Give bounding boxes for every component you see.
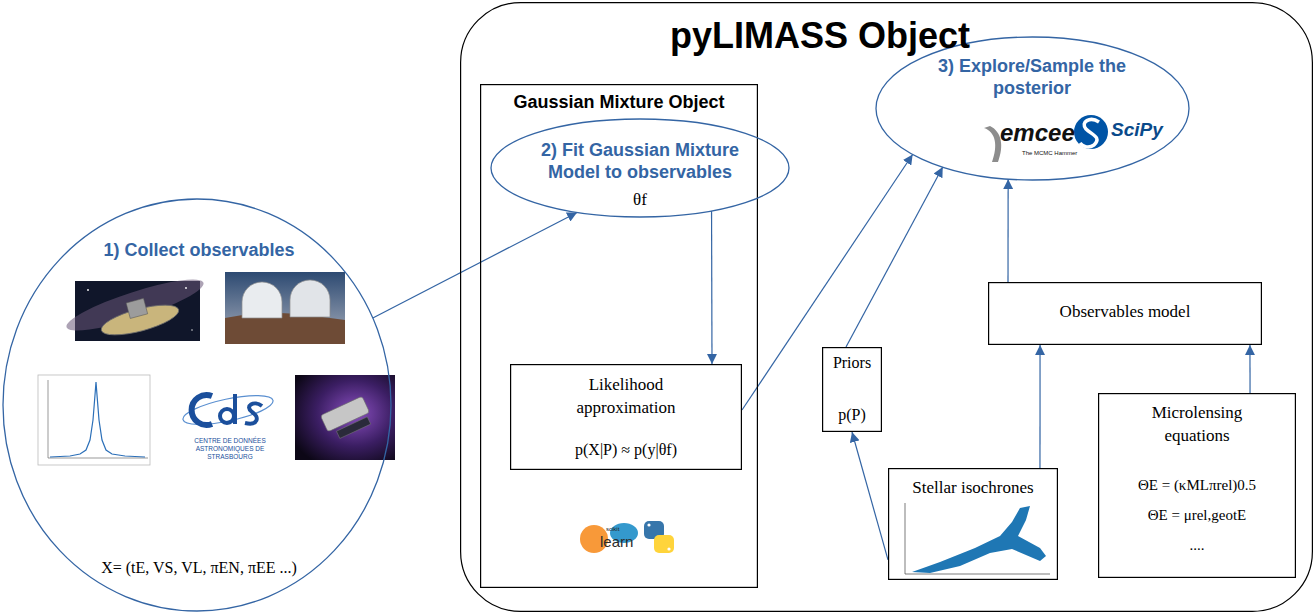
sklearn-logo [580, 523, 638, 553]
logo-letter-shape [220, 409, 234, 423]
dome [242, 282, 282, 318]
box-outline [511, 365, 742, 470]
isochrone-plot [905, 503, 1050, 574]
gaia-satellite-image [63, 270, 208, 341]
node-text: ΘE = (κMLπrel)0.5 [1098, 476, 1296, 494]
flow-arrow [1249, 345, 1250, 393]
node-title: Gaussian Mixture Object [490, 92, 748, 114]
cds-logo-text-holder: CENTRE DE DONNÉES ASTRONOMIQUES DE STRAS… [178, 437, 282, 460]
node-title: 1) Collect observables [99, 240, 299, 262]
box-outline [989, 283, 1262, 345]
logo-half [654, 535, 674, 553]
logo-letter-shape [233, 394, 237, 424]
star [87, 289, 89, 291]
sklearn-logo-text: learn [600, 534, 633, 551]
sklearn-logo-text-holder: learn [600, 534, 633, 551]
isochrone-band [912, 506, 1046, 573]
plot-frame [38, 375, 150, 465]
scipy-logo-text: SciPy [1111, 120, 1163, 141]
priors-box: Priors p(P) [822, 347, 882, 432]
gaussian-mixture-box: 2) Fit Gaussian Mixture Model to observa… [480, 84, 758, 588]
solar-panel [336, 417, 370, 439]
node-text: p(P) [822, 405, 882, 424]
node-title: Microlensing equations [1127, 402, 1267, 448]
scipy-logo [1074, 115, 1108, 149]
node-title: Priors [822, 353, 882, 372]
plot-axes [905, 503, 1050, 574]
flow-arrow [852, 432, 888, 560]
dome [290, 280, 330, 317]
ellipse-outline [491, 119, 789, 217]
logo-disc [1074, 115, 1108, 149]
explore-step-ellipse: 3) Explore/Sample the posterior [875, 36, 1190, 181]
rounded-outline [461, 3, 1313, 612]
node-outline [2, 198, 392, 612]
sklearn-logo-small-text-holder: scikit [606, 526, 619, 533]
light-curve [50, 382, 145, 457]
star [191, 329, 192, 330]
observables-model-box: Observables model [988, 282, 1262, 345]
python-logo [644, 521, 674, 553]
node-text: p(X|P) ≈ p(y|θf) [510, 440, 742, 459]
node-title: Stellar isochrones [888, 478, 1058, 498]
node-title: Observables model [988, 302, 1262, 322]
emcee-logo [984, 126, 1001, 162]
nebula-background [295, 375, 395, 460]
box-outline [1099, 394, 1296, 578]
microlensing-equations-box: Microlensing equations ΘE = (κMLπrel)0.5Θ… [1098, 393, 1296, 578]
node-title: 3) Explore/Sample the posterior [922, 56, 1142, 99]
logo-orbit [181, 390, 276, 431]
fit-step-ellipse: 2) Fit Gaussian Mixture Model to observa… [490, 118, 790, 218]
box-outline [481, 85, 758, 588]
node-text: ΘE = μrel,geotE [1098, 506, 1296, 524]
sunshield [99, 299, 182, 341]
logo-eye [647, 523, 650, 526]
node-title: 2) Fit Gaussian Mixture Model to observa… [520, 140, 760, 183]
cds-logo-text: CENTRE DE DONNÉES ASTRONOMIQUES DE STRAS… [178, 437, 282, 460]
flow-arrow [1007, 179, 1008, 282]
node-text: X= (tE, VS, VL, πEN, πEE ...) [49, 558, 349, 577]
node-text: θf [600, 190, 680, 210]
logo-ribbon [984, 126, 1001, 162]
emcee-logo-text: emcee [1000, 120, 1075, 146]
ellipse-outline [876, 37, 1189, 180]
emcee-logo-text-holder: emcee [1000, 120, 1075, 146]
stellar-isochrones-box: Stellar isochrones [888, 468, 1058, 580]
logo-eye [667, 547, 670, 550]
star [185, 287, 187, 289]
scipy-logo-text-holder: SciPy [1111, 120, 1163, 141]
cds-logo [181, 390, 276, 431]
satellite-body [126, 298, 148, 318]
node-title: Likelihood approximation [551, 374, 701, 420]
logo-letter-shape [245, 404, 262, 424]
flow-arrow [1039, 345, 1040, 468]
space-telescope-image [295, 375, 395, 460]
logo-s-shape [1080, 120, 1099, 147]
flow-arrow [846, 167, 943, 347]
box-outline [889, 469, 1058, 580]
box-outline [823, 348, 882, 432]
ellipse-outline [3, 199, 391, 611]
flow-arrow [711, 211, 713, 364]
likelihood-box: Likelihood approximation p(X|P) ≈ p(y|θf) [510, 364, 742, 470]
node-text: .... [1098, 536, 1296, 554]
sky [225, 272, 345, 344]
pylimass-container: 2) Fit Gaussian Mixture Model to observa… [460, 2, 1313, 612]
logo-letter-shape [192, 395, 212, 425]
flow-arrow [373, 212, 577, 318]
emcee-tagline: The MCMC Hammer [1022, 150, 1077, 157]
node-title: pyLIMASS Object [560, 14, 1080, 57]
light-curve-plot [38, 375, 150, 465]
plot-axes [48, 380, 148, 458]
emcee-tagline-holder: The MCMC Hammer [1022, 150, 1077, 157]
sklearn-logo-small-text: scikit [606, 526, 619, 533]
collect-circle: 1) Collect observables X= (tE, VS, VL, πE… [2, 198, 392, 612]
observatory-image [225, 272, 345, 344]
